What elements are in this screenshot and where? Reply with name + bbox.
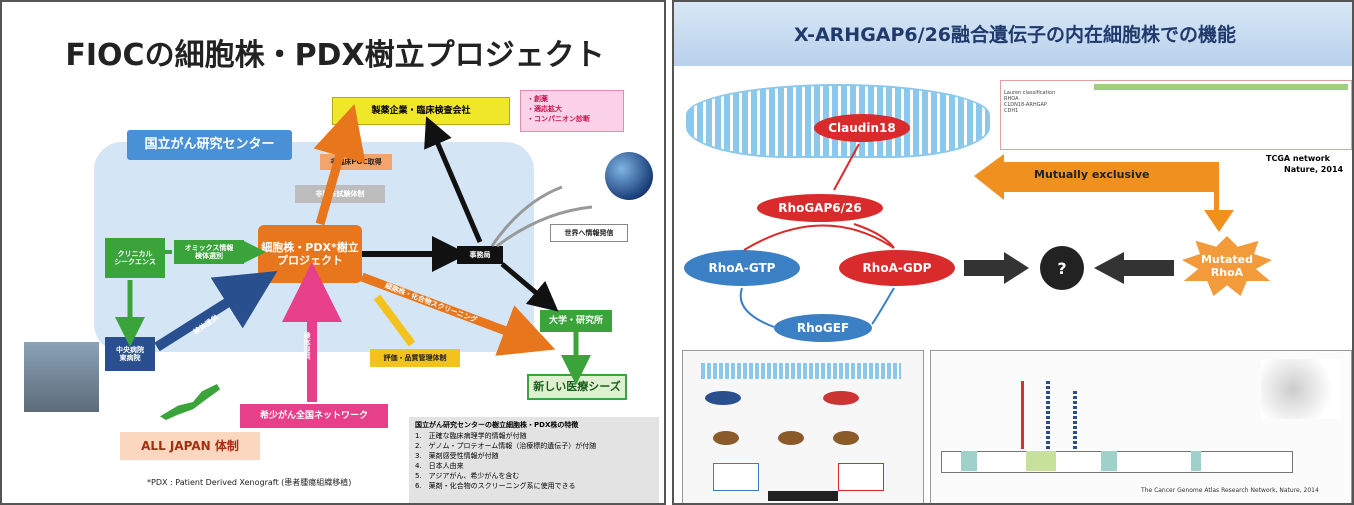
mini-node bbox=[778, 431, 804, 445]
tcga-header-bar bbox=[1094, 84, 1348, 90]
mutated-rhoa-node: Mutated RhoA bbox=[1182, 236, 1272, 296]
poc-box: 非臨床POC取得 bbox=[320, 154, 392, 170]
mutation-stack bbox=[1021, 381, 1024, 449]
question-node: ? bbox=[1040, 246, 1084, 290]
arrow-gef-to-gtp bbox=[739, 287, 775, 328]
feature-item: 5. アジアがん、希少がんを含む bbox=[415, 472, 520, 480]
eval-box: 評価・品質管理体制 bbox=[370, 349, 460, 367]
tcga-row: RHOA bbox=[1004, 96, 1019, 102]
preclinical-box: 非臨床試験体制 bbox=[295, 185, 385, 203]
arrow-mutated-question bbox=[1094, 252, 1174, 284]
mini-node bbox=[823, 391, 859, 405]
mini-node bbox=[705, 391, 741, 405]
feature-item: 2. ゲノム・プロテオーム情報（治療標的遺伝子）が付随 bbox=[415, 442, 597, 450]
tcga-row: Lauren classification bbox=[1004, 90, 1056, 96]
hospital-box: 中央病院 東病院 bbox=[105, 337, 155, 371]
main-project-box: 細胞株・PDX*樹立 プロジェクト bbox=[258, 225, 362, 283]
mutation-stack bbox=[1046, 381, 1050, 449]
left-panel: FIOCの細胞株・PDX樹立プロジェクト 国立がん研究センター 製薬企業・臨床検… bbox=[0, 0, 666, 505]
feature-item: 3. 薬剤感受性情報が付随 bbox=[415, 452, 499, 460]
globe-icon bbox=[605, 152, 653, 200]
domain-block bbox=[1026, 451, 1056, 471]
feature-item: 6. 薬剤・化合物のスクリーニング系に使用できる bbox=[415, 482, 576, 490]
tcga-row: CLDN18-ARHGAP bbox=[1004, 102, 1047, 108]
tcga-credit-1: TCGA network bbox=[1266, 154, 1330, 163]
bottom-right-figure: The Cancer Genome Atlas Research Network… bbox=[930, 350, 1352, 503]
all-japan-box: ALL JAPAN 体制 bbox=[120, 432, 260, 460]
mutation-stack bbox=[1073, 391, 1077, 449]
pink-item: ・適応拡大 bbox=[527, 105, 562, 113]
mini-membrane bbox=[701, 363, 901, 379]
tcga-table: Lauren classification RHOA CLDN18-ARHGAP… bbox=[1000, 80, 1352, 150]
world-box: 世界へ情報発信 bbox=[550, 224, 628, 242]
features-box: 国立がん研究センターの樹立細胞株・PDX株の特徴 1. 正確な臨床病理学的情報が… bbox=[409, 417, 659, 503]
arrow-gtp-to-gdp bbox=[743, 224, 895, 251]
pharma-box: 製薬企業・臨床検査会社 bbox=[332, 97, 510, 125]
features-heading: 国立がん研究センターの樹立細胞株・PDX株の特徴 bbox=[415, 421, 579, 429]
feature-item: 1. 正確な臨床病理学的情報が付随 bbox=[415, 432, 527, 440]
protein-track bbox=[941, 451, 1293, 473]
ncc-label: 国立がん研究センター bbox=[127, 130, 292, 160]
right-panel: X-ARHGAP6/26融合遺伝子の内在細胞株での機能 Claudin18 Rh… bbox=[672, 0, 1354, 505]
seeds-box: 新しい医療シーズ bbox=[527, 374, 627, 400]
tcga-row: CDH1 bbox=[1004, 108, 1019, 114]
rhoa-gtp-node: RhoA-GTP bbox=[684, 250, 800, 286]
rhogap-node: RhoGAP6/26 bbox=[757, 194, 883, 222]
pink-item: ・創薬 bbox=[527, 95, 548, 103]
mini-box bbox=[838, 463, 884, 491]
mini-node bbox=[833, 431, 859, 445]
mutually-label: Mutually exclusive bbox=[1034, 168, 1150, 181]
domain-block bbox=[961, 451, 977, 471]
arrow-gap-to-gdp bbox=[853, 223, 895, 249]
domain-block bbox=[1101, 451, 1117, 471]
rare-network-box: 希少がん全国ネットワーク bbox=[240, 404, 388, 428]
univ-box: 大学・研究所 bbox=[540, 310, 612, 332]
claudin-node: Claudin18 bbox=[814, 114, 910, 142]
arrow-label-network: 検体提供 bbox=[303, 332, 311, 360]
tcga-credit-2: Nature, 2014 bbox=[1284, 165, 1344, 174]
clinical-seq-box: クリニカル シークエンス bbox=[105, 238, 165, 278]
arrow-gdp-to-gef bbox=[871, 287, 895, 325]
hospital-building-image bbox=[24, 342, 99, 412]
arrow-gdp-question bbox=[964, 252, 1029, 284]
protein-structure-image bbox=[1261, 359, 1341, 419]
right-title: X-ARHGAP6/26融合遺伝子の内在細胞株での機能 bbox=[793, 24, 1237, 46]
omics-box: オミックス情報 検体選別 bbox=[174, 240, 244, 264]
mini-box bbox=[713, 463, 759, 491]
pink-item: ・コンパニオン診断 bbox=[527, 115, 590, 123]
office-box: 事務局 bbox=[457, 246, 503, 264]
rhogef-node: RhoGEF bbox=[774, 314, 872, 342]
right-title-band bbox=[674, 2, 1352, 66]
feature-item: 4. 日本人由来 bbox=[415, 462, 464, 470]
mini-bar bbox=[768, 491, 838, 501]
mini-node bbox=[713, 431, 739, 445]
japan-map-image bbox=[160, 384, 220, 420]
bottom-left-figure bbox=[682, 350, 924, 503]
rhoa-gdp-node: RhoA-GDP bbox=[839, 250, 955, 286]
pink-list-box: ・創薬 ・適応拡大 ・コンパニオン診断 bbox=[520, 90, 624, 132]
mutually-exclusive-arrow bbox=[974, 154, 1234, 232]
left-title: FIOCの細胞株・PDX樹立プロジェクト bbox=[65, 38, 605, 73]
footnote: *PDX : Patient Derived Xenograft (患者腫瘍組織… bbox=[147, 478, 352, 487]
domain-block bbox=[1191, 451, 1201, 471]
bottom-right-credit: The Cancer Genome Atlas Research Network… bbox=[1141, 487, 1319, 494]
